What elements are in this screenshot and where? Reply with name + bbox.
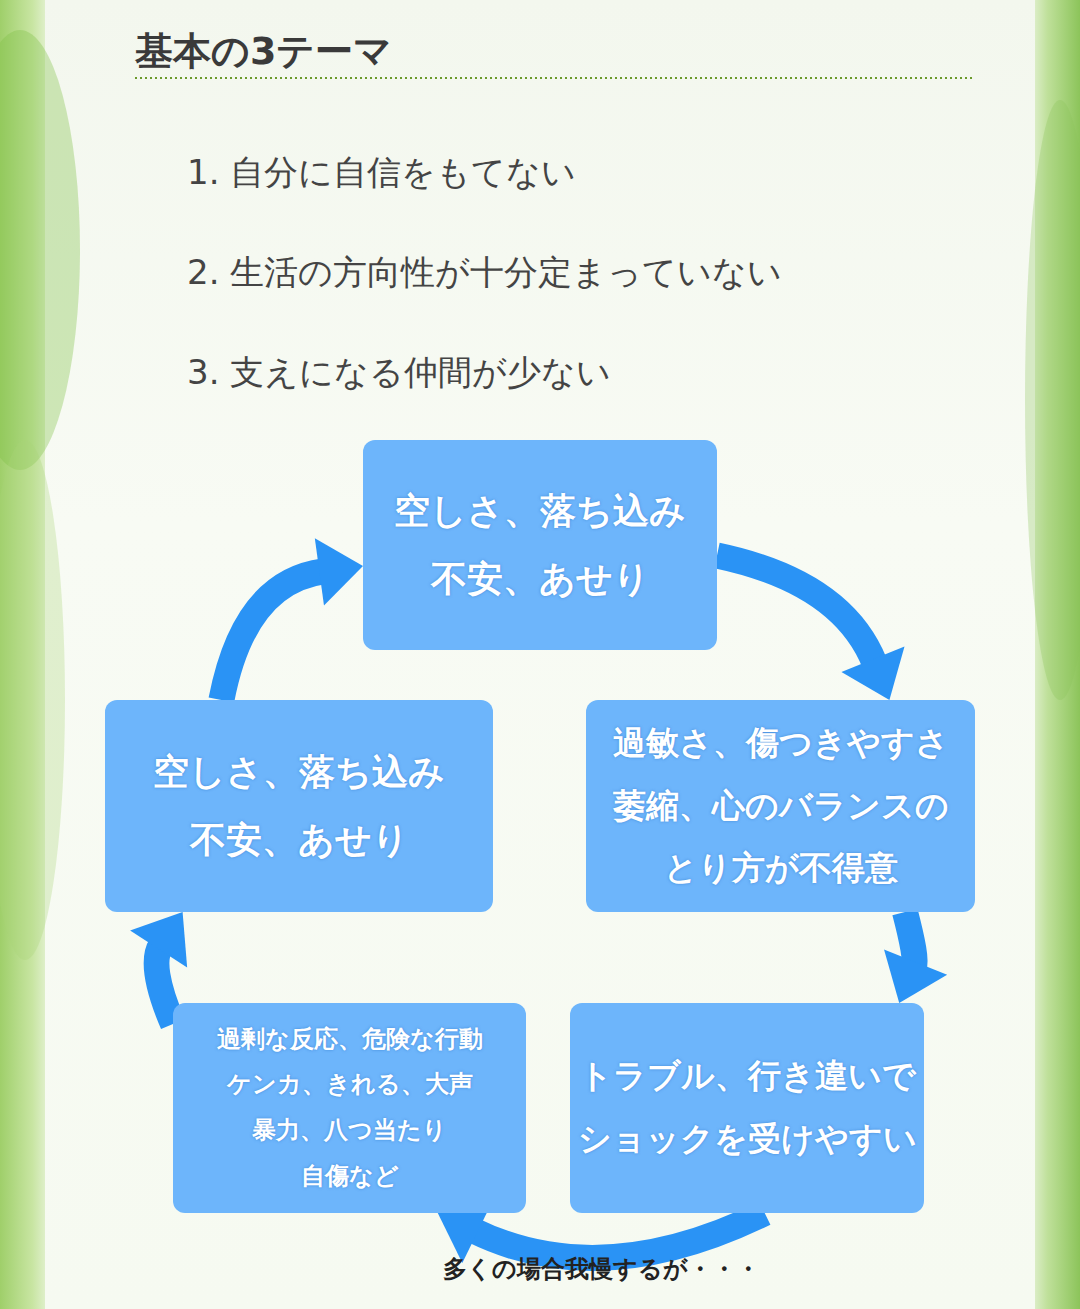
theme-item: 3. 支えになる仲間が少ない <box>187 350 611 396</box>
arrow-head <box>315 538 363 605</box>
theme-item: 1. 自分に自信をもてない <box>187 150 576 196</box>
cycle-box: 空しさ、落ち込み 不安、あせり <box>363 440 717 650</box>
cycle-arrow <box>717 556 905 701</box>
cycle-box: トラブル、行き違いで ショックを受けやすい <box>570 1003 924 1213</box>
box-text: 空しさ、落ち込み 不安、あせり <box>139 738 459 875</box>
cycle-arrow <box>221 538 363 700</box>
title-underline <box>135 77 975 79</box>
leaf-shape <box>1025 100 1080 700</box>
theme-item: 2. 生活の方向性が十分定まっていない <box>187 250 782 296</box>
edge-label: 多くの場合我慢するが・・・ <box>443 1253 760 1285</box>
cycle-box: 過剰な反応、危険な行動 ケンカ、きれる、大声 暴力、八つ当たり 自傷など <box>173 1003 526 1213</box>
page-title: 基本の3テーマ <box>135 26 392 77</box>
arrow-body <box>905 912 915 966</box>
cycle-arrow <box>884 912 947 1003</box>
leaf-shape <box>0 440 65 960</box>
arrow-head <box>130 912 187 967</box>
cycle-box: 過敏さ、傷つきやすさ 萎縮、心のバランスの とり方が不得意 <box>586 700 975 912</box>
arrow-body <box>156 946 173 1024</box>
box-text: 過剰な反応、危険な行動 ケンカ、きれる、大声 暴力、八つ当たり 自傷など <box>209 1017 490 1199</box>
box-text: トラブル、行き違いで ショックを受けやすい <box>578 1045 917 1170</box>
arrow-body <box>717 556 874 663</box>
box-text: 過敏さ、傷つきやすさ 萎縮、心のバランスの とり方が不得意 <box>605 712 956 900</box>
arrow-body <box>474 1213 765 1258</box>
arrow-body <box>221 571 323 700</box>
arrow-head <box>841 646 904 700</box>
leaf-shape <box>0 30 80 470</box>
cycle-box: 空しさ、落ち込み 不安、あせり <box>105 700 493 912</box>
arrow-head <box>884 950 947 1003</box>
box-text: 空しさ、落ち込み 不安、あせり <box>380 477 700 614</box>
